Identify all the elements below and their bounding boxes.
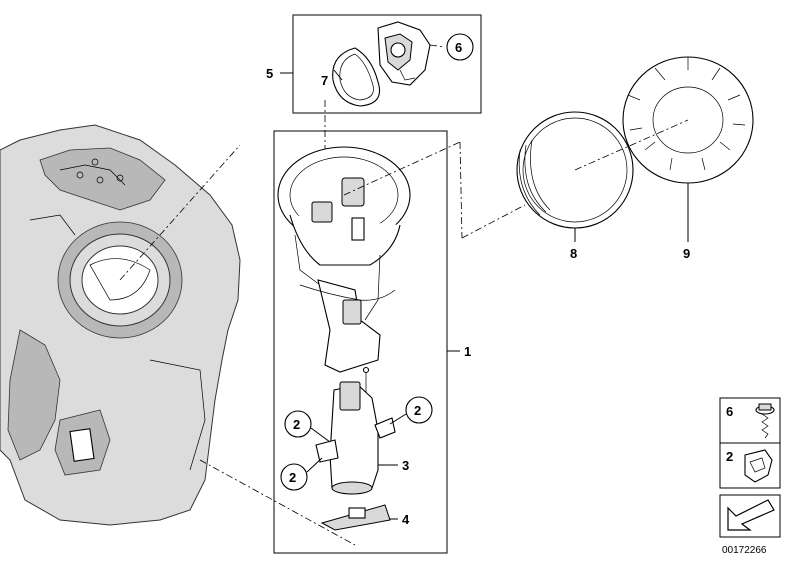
label-6: 6 xyxy=(455,40,462,55)
label-9: 9 xyxy=(683,246,690,261)
callout-2b xyxy=(405,396,433,424)
label-2c: 2 xyxy=(289,470,296,485)
legend-item-2: 2 xyxy=(726,449,733,464)
label-2b: 2 xyxy=(414,403,421,418)
callout-2a xyxy=(284,410,312,438)
part-6-sender xyxy=(377,21,431,86)
label-5: 5 xyxy=(266,66,273,81)
nav-arrow-box[interactable] xyxy=(719,494,781,538)
document-number: 00172266 xyxy=(722,545,767,556)
part-3-fuel-pump xyxy=(329,366,379,495)
arrow-down-left-icon xyxy=(727,499,775,531)
part-2-clip-left xyxy=(315,439,339,463)
callout-6 xyxy=(446,33,474,61)
part-4-filter xyxy=(320,504,391,531)
group-box-1 xyxy=(273,130,448,554)
part-1-pump-module xyxy=(277,146,411,373)
legend-item-6: 6 xyxy=(726,404,733,419)
label-3: 3 xyxy=(402,458,409,473)
callout-2c xyxy=(280,463,308,491)
label-2a: 2 xyxy=(293,417,300,432)
leader-tank-top xyxy=(119,144,241,281)
label-8: 8 xyxy=(570,246,577,261)
part-2-clip-right xyxy=(374,417,396,439)
part-7-seal xyxy=(332,47,381,107)
label-1: 1 xyxy=(464,344,471,359)
legend-box: 6 2 xyxy=(719,397,781,489)
label-4: 4 xyxy=(402,512,410,527)
label-7: 7 xyxy=(321,73,328,88)
group-box-5 xyxy=(292,14,482,114)
